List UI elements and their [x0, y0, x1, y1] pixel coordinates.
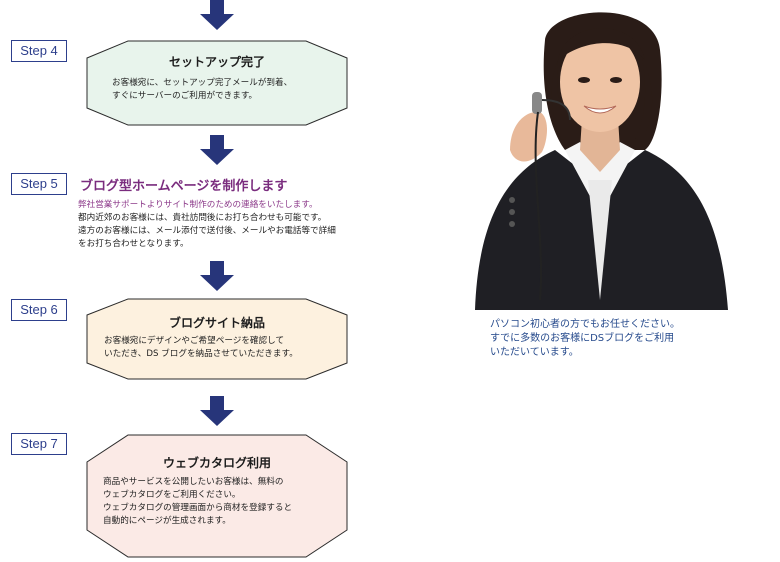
- down-arrow-icon: [200, 396, 234, 426]
- photo-caption: パソコン初心者の方でもお任せください。 すでに多数のお客様にDSブログをご利用 …: [490, 318, 680, 360]
- step-5-subtitle: 弊社営業サポートよりサイト制作のための連絡をいたします。: [78, 198, 318, 210]
- step-7-label: Step 7: [11, 433, 67, 455]
- step-4-title: セットアップ完了: [86, 53, 348, 70]
- down-arrow-icon: [200, 0, 234, 30]
- step-7-text: 商品やサービスを公開したいお客様は、無料の ウェブカタログをご利用ください。 ウ…: [103, 476, 292, 528]
- step-6-box: ブログサイト納品 お客様宛にデザインやご希望ページを確認して いただき、DS ブ…: [86, 298, 348, 380]
- down-arrow-icon: [200, 135, 234, 165]
- down-arrow-icon: [200, 261, 234, 291]
- step-5-label: Step 5: [11, 173, 67, 195]
- step-6-title: ブログサイト納品: [86, 314, 348, 331]
- step-6-text: お客様宛にデザインやご希望ページを確認して いただき、DS ブログを納品させてい…: [104, 335, 298, 361]
- step-5-title: ブログ型ホームページを制作します: [80, 175, 287, 194]
- step-4-text: お客様宛に、セットアップ完了メールが到着、 すぐにサーバーのご利用ができます。: [112, 77, 292, 103]
- step-4-box: セットアップ完了 お客様宛に、セットアップ完了メールが到着、 すぐにサーバーのご…: [86, 40, 348, 126]
- support-staff-photo: [470, 0, 730, 310]
- step-7-box: ウェブカタログ利用 商品やサービスを公開したいお客様は、無料の ウェブカタログを…: [86, 434, 348, 558]
- step-4-label: Step 4: [11, 40, 67, 62]
- step-6-label: Step 6: [11, 299, 67, 321]
- step-5-text: 都内近郊のお客様には、貴社訪問後にお打ち合わせも可能です。 遠方のお客様には、メ…: [78, 212, 336, 251]
- step-7-title: ウェブカタログ利用: [86, 454, 348, 471]
